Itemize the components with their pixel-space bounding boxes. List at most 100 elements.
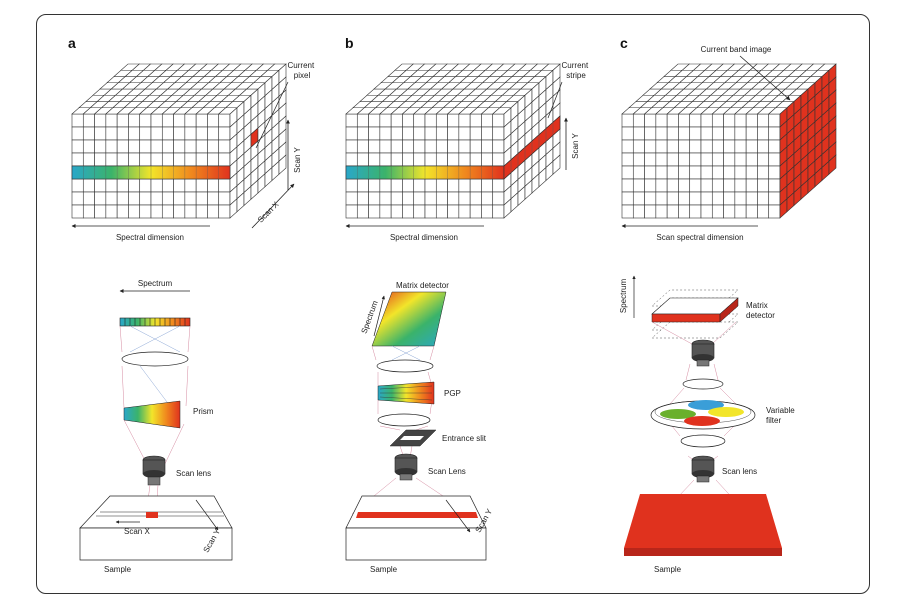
cube-cell [71,204,84,219]
cube-cell [757,113,770,128]
optics-c: Spectrum Matrix detector Variable filter [619,275,795,574]
cube-cell [700,165,713,180]
filter-yellow [708,407,744,417]
cube-cell [723,165,736,180]
cube-cell [105,178,118,193]
cube-cell [469,139,482,154]
cube-cell [195,126,208,141]
cube-cell [173,191,186,206]
cube-cell [71,113,84,128]
cube-cell [711,139,724,154]
cube-cell [734,139,747,154]
cube-cell [481,191,494,206]
cube-cell [424,152,437,167]
cube-cell [368,204,381,219]
cube-cell [207,126,220,141]
cube-cell [632,139,645,154]
cube-cell [116,139,129,154]
cube-cell [481,178,494,193]
cube-cell [207,152,220,167]
cube-cell [128,126,141,141]
cube-cell [734,178,747,193]
panel-letter-b: b [345,35,354,51]
cube-cell [82,204,95,219]
cube-cell [757,152,770,167]
cube-cell [711,113,724,128]
lens-a-1 [121,351,189,367]
detector-stack-c [651,289,739,339]
cube-cell [768,191,781,206]
cube-cell [481,204,494,219]
cube-cell [757,178,770,193]
cube-cell [173,204,186,219]
cube-cell [435,178,448,193]
cube-cell [700,152,713,167]
label-scan-lens-c: Scan lens [722,467,757,476]
cube-cell [161,204,174,219]
cube-cell [184,191,197,206]
cube-cell [678,204,691,219]
cube-cell [745,191,758,206]
cube-cell [621,178,634,193]
label-pgp-b: PGP [444,389,461,398]
cube-cell [379,139,392,154]
filter-blue [688,400,724,410]
cube-cell [94,113,107,128]
cube-cell [139,152,152,167]
label-filter-c-2: filter [766,416,781,425]
cube-cell [644,165,657,180]
cube-cell [734,204,747,219]
cube-cell [82,139,95,154]
cube-cell [734,152,747,167]
cube-cell [492,139,505,154]
cube-cell [139,191,152,206]
cube-cell [621,191,634,206]
cube-cell [435,139,448,154]
cube-side-cell [552,154,561,175]
cube-side-cell [278,154,287,175]
cube-cell [745,204,758,219]
current-stripe-sample-b [356,512,478,518]
cube-cell [150,113,163,128]
label-scan-x-a: Scan X [256,199,281,224]
label-current-pixel-2: pixel [294,71,311,80]
scan-lens-a [142,455,166,486]
cube-cell [492,113,505,128]
cube-cell [161,152,174,167]
cube-cell [655,165,668,180]
cube-cell [492,178,505,193]
cube-cell [218,152,231,167]
cube-cell [128,139,141,154]
cube-cell [711,126,724,141]
cube-cell [469,152,482,167]
cube-cell [689,113,702,128]
cube-cell [655,178,668,193]
cube-cell [150,126,163,141]
prism-a [123,400,181,429]
cube-cell [207,178,220,193]
cube-cell [105,152,118,167]
cube-cell [413,191,426,206]
label-spectrum-a: Spectrum [138,279,173,288]
cube-cell [689,152,702,167]
lens-b-2 [377,413,431,427]
cube-cell [413,152,426,167]
label-sample-c: Sample [654,565,682,574]
cube-cell [94,139,107,154]
cube-cell [655,139,668,154]
cube-cell [745,126,758,141]
cube-cell [678,178,691,193]
cube-cell [128,204,141,219]
cube-cell [105,113,118,128]
cube-cell [435,204,448,219]
cube-cell [184,126,197,141]
label-prism-a: Prism [193,407,214,416]
cube-cell [218,204,231,219]
cube-cell [218,178,231,193]
label-sample-b: Sample [370,565,398,574]
optics-a: Spectrum Prism Scan lens Scan X Scan Y S… [79,279,233,574]
cube-cell [723,113,736,128]
cube-cell [82,178,95,193]
cube-cell [402,126,415,141]
cube-cell [82,113,95,128]
